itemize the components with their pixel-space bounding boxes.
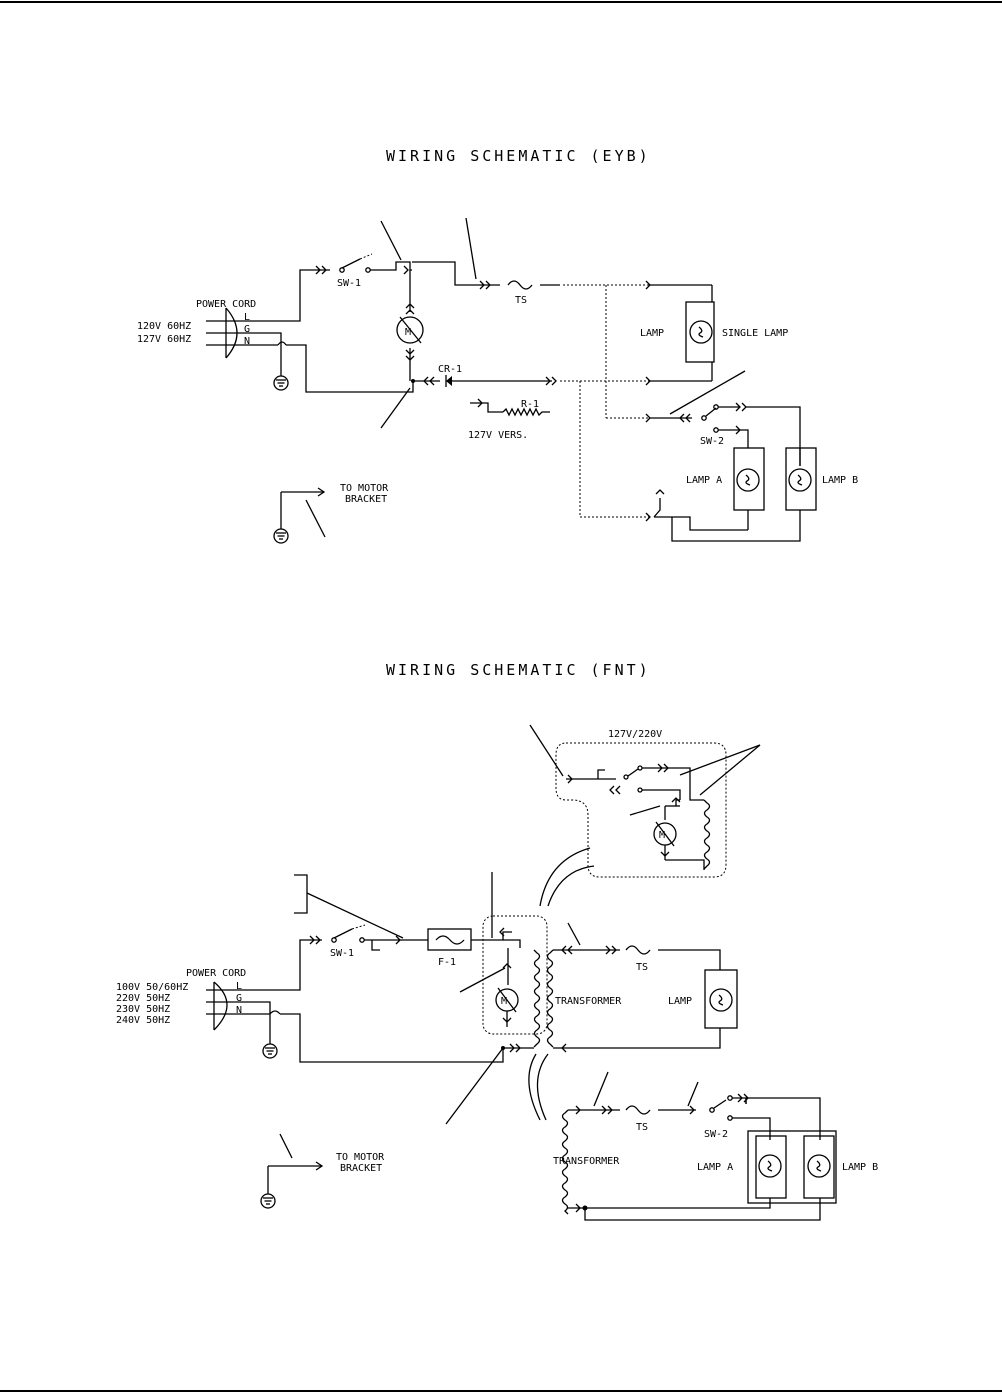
eyb-cr1-label: CR-1 (438, 364, 462, 375)
eyb-r1-label: R-1 (521, 399, 539, 410)
eyb-lamp-a-symbol (736, 468, 760, 492)
fnt-motor-label: M (501, 996, 507, 1007)
fnt-sw2-label: SW-2 (704, 1129, 728, 1140)
eyb-127v-vers-label: 127V VERS. (468, 430, 528, 441)
eyb-sw1-label: SW-1 (337, 278, 361, 289)
eyb-voltage-127: 127V 60HZ (137, 334, 191, 345)
fnt-lamp-b-label: LAMP B (842, 1162, 878, 1173)
eyb-power-cord-plug (206, 307, 242, 359)
eyb-lamp-label: LAMP (640, 328, 664, 339)
fnt-box-motor-label: M (659, 830, 665, 841)
fnt-ts-label: TS (636, 962, 648, 973)
fnt-sw1-label: SW-1 (330, 948, 354, 959)
fnt-wiring (206, 724, 837, 1221)
eyb-pin-l: L (244, 312, 250, 323)
fnt-ts-label-lower: TS (636, 1122, 648, 1133)
eyb-lamp-a-label: LAMP A (686, 475, 722, 486)
fnt-lamp-a-symbol (758, 1154, 782, 1178)
eyb-lamp-b-label: LAMP B (822, 475, 858, 486)
fnt-title: WIRING SCHEMATIC (FNT) (386, 661, 651, 679)
fnt-transformer-label: TRANSFORMER (555, 996, 622, 1007)
fnt-voltage-240: 240V 50HZ (116, 1015, 170, 1026)
fnt-motor-box (482, 915, 548, 1035)
eyb-bracket-label: BRACKET (345, 494, 387, 505)
fnt-f1-label: F-1 (438, 957, 456, 968)
fnt-voltage-100: 100V 50/60HZ (116, 982, 188, 993)
eyb-single-lamp-label: SINGLE LAMP (722, 328, 788, 339)
fnt-lamp-symbol (709, 988, 733, 1012)
fnt-bracket-ground-symbol (260, 1189, 276, 1209)
eyb-pin-n: N (244, 336, 250, 347)
fnt-bracket-label: BRACKET (340, 1163, 382, 1174)
eyb-schematic: WIRING SCHEMATIC (EYB) POWER CORD 120V 6… (137, 147, 858, 544)
eyb-ground-symbol (273, 371, 289, 391)
fnt-lamp-a-label: LAMP A (697, 1162, 733, 1173)
fnt-127v-220v-box (555, 742, 727, 878)
eyb-ts-label: TS (515, 295, 527, 306)
eyb-pin-g: G (244, 324, 250, 335)
eyb-sw2-label: SW-2 (700, 436, 724, 447)
fnt-box-label: 127V/220V (608, 729, 662, 740)
eyb-motor-label: M (405, 327, 411, 338)
fnt-power-cord-label: POWER CORD (186, 968, 246, 979)
fnt-lamp-b-symbol (807, 1154, 831, 1178)
fnt-lamp-label: LAMP (668, 996, 692, 1007)
eyb-power-cord-label: POWER CORD (196, 299, 256, 310)
fnt-pin-l: L (236, 981, 242, 992)
fnt-voltage-220: 220V 50HZ (116, 993, 170, 1004)
fnt-transformer-label-lower: TRANSFORMER (553, 1156, 620, 1167)
eyb-wiring (242, 217, 817, 542)
eyb-lamp-b-symbol (788, 468, 812, 492)
fnt-voltage-230: 230V 50HZ (116, 1004, 170, 1015)
fnt-schematic: WIRING SCHEMATIC (FNT) 127V/220V (116, 661, 878, 1221)
fnt-to-motor-label: TO MOTOR (336, 1152, 385, 1163)
eyb-bracket-ground-symbol (273, 524, 289, 544)
eyb-voltage-120: 120V 60HZ (137, 321, 191, 332)
fnt-pin-n: N (236, 1005, 242, 1016)
fnt-pin-g: G (236, 993, 242, 1004)
eyb-single-lamp-symbol (689, 320, 713, 344)
eyb-to-motor-label: TO MOTOR (340, 483, 389, 494)
fnt-ground-symbol (262, 1039, 278, 1059)
eyb-title: WIRING SCHEMATIC (EYB) (386, 147, 651, 165)
